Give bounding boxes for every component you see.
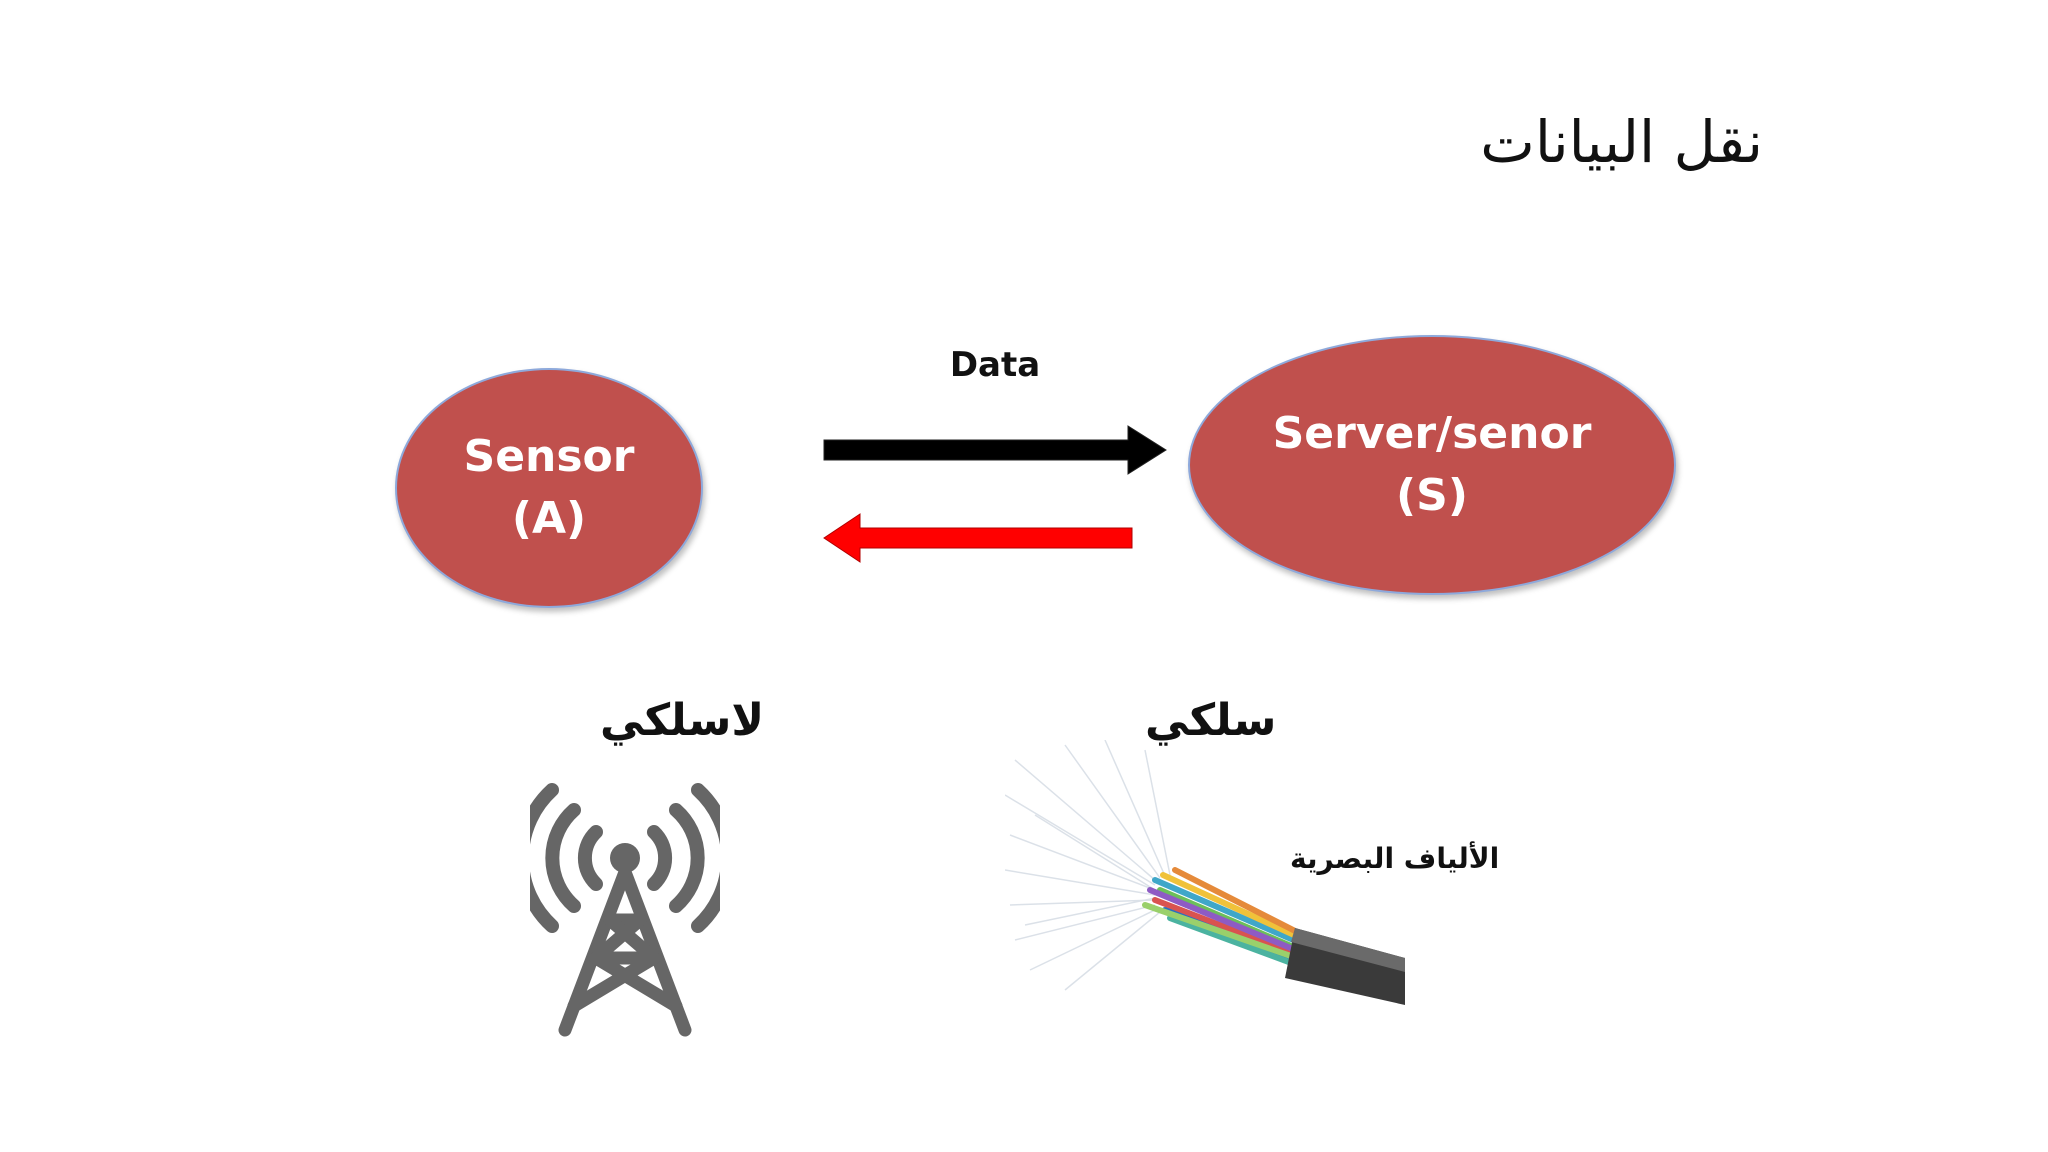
data-label: Data <box>949 345 1041 385</box>
wireless-label: لاسلكي <box>600 695 765 746</box>
data-flow-arrows <box>823 425 1167 563</box>
server-id: (S) <box>1396 470 1468 521</box>
server-node: Server/senor (S) <box>1188 335 1676 595</box>
sensor-id: (A) <box>511 493 587 544</box>
wired-label: سلكي <box>1145 695 1277 746</box>
server-label: Server/senor <box>1272 408 1592 459</box>
forward-arrow <box>823 425 1167 475</box>
slide-title: نقل البيانات <box>1480 108 1763 176</box>
fiber-optic-label: الألياف البصرية <box>1290 842 1500 875</box>
fiber-optic-cable-icon <box>1005 740 1405 1005</box>
wireless-tower-icon <box>530 783 720 1037</box>
sensor-node: Sensor (A) <box>395 368 703 608</box>
return-arrow <box>823 513 1133 563</box>
sensor-label: Sensor <box>463 431 635 482</box>
